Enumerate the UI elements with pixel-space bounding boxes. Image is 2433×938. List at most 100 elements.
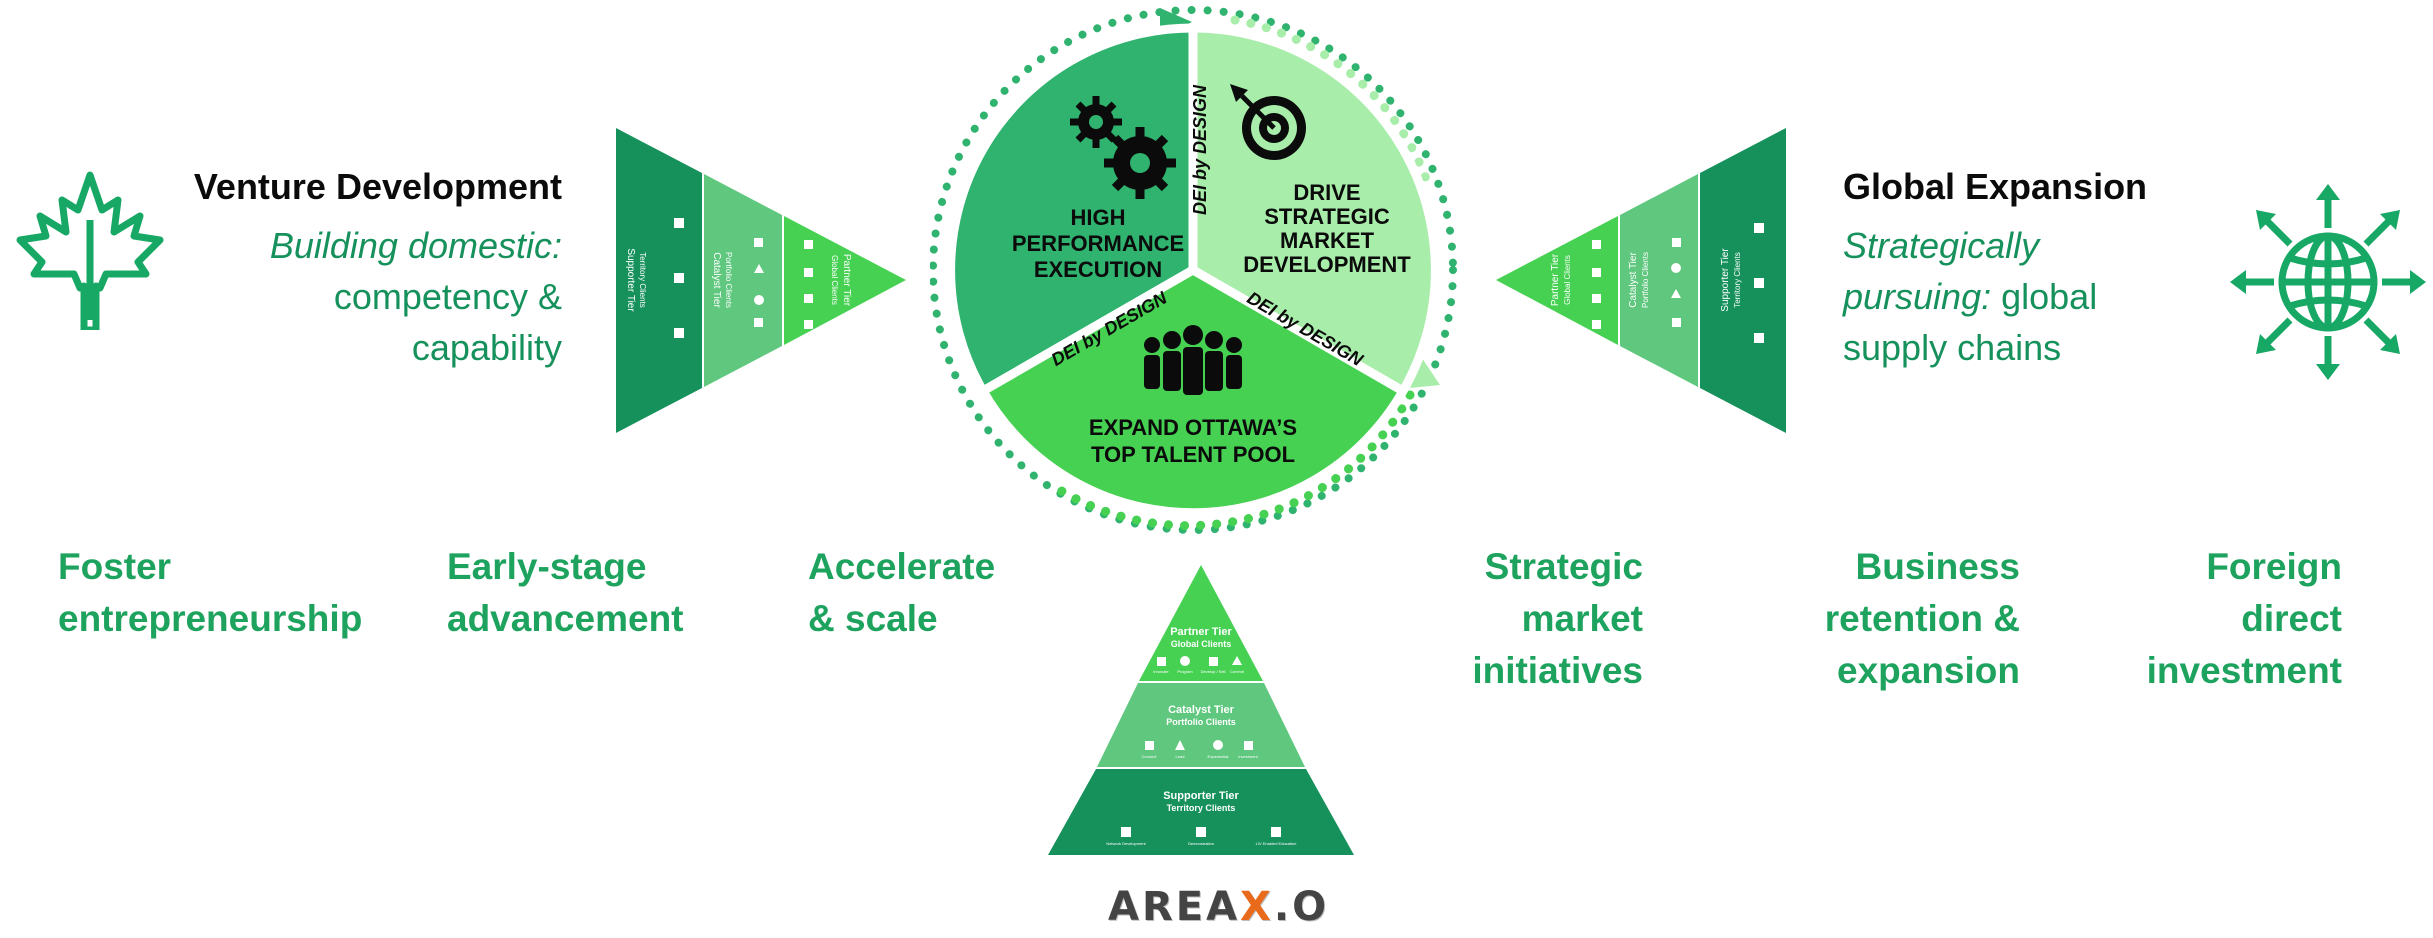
early-line2: advancement (447, 598, 684, 639)
left-partner-sub-label: Global Clients (830, 255, 839, 305)
left-tier-item-icon (754, 318, 763, 327)
partner-tier-label: Partner Tier (1170, 626, 1232, 638)
globe-arrows-icon (2230, 184, 2426, 380)
foster-line2: entrepreneurship (58, 598, 363, 639)
catalyst-item-icon (1175, 740, 1185, 750)
foreign-line3: investment (2146, 650, 2342, 691)
tier-pyramid: Partner Tier Global Clients Catalyst Tie… (1048, 565, 1354, 855)
right-tier-item-icon (1592, 294, 1601, 303)
catalyst-tier-label: Catalyst Tier (1168, 704, 1235, 716)
gears-icon (1070, 96, 1176, 199)
right-tier-item-icon (1754, 333, 1764, 343)
catalyst-item-icon (1244, 741, 1253, 750)
right-catalyst-tier-band (1620, 174, 1698, 387)
high-performance-line2: PERFORMANCE (1012, 231, 1184, 256)
left-catalyst-sub-label: Portfolio Clients (724, 252, 733, 308)
logo-x: X (1240, 884, 1274, 930)
right-tier-item-icon (1754, 223, 1764, 233)
catalyst-item-icon (1213, 740, 1223, 750)
right-catalyst-sub-label: Portfolio Clients (1641, 252, 1650, 308)
strategic-line1: Strategic (1484, 546, 1643, 587)
catalyst-item-label: Investment (1238, 754, 1258, 759)
foreign-line1: Foreign (2206, 546, 2342, 587)
left-tier-item-icon (754, 264, 764, 273)
business-line1: Business (1855, 546, 2020, 587)
global-sub-line2-italic: pursuing: (1843, 276, 1992, 317)
catalyst-item-label: Connect (1142, 754, 1158, 759)
label-business-retention: Business retention & expansion (1780, 541, 2020, 697)
left-tier-item-icon (674, 328, 684, 338)
people-icon (1144, 325, 1242, 395)
high-performance-line3: EXECUTION (1034, 257, 1162, 282)
drive-strategic-line3: MARKET (1280, 228, 1375, 253)
left-tier-item-icon (674, 273, 684, 283)
high-performance-line1: HIGH (1071, 205, 1126, 230)
global-sub-line1: Strategically (1843, 225, 2040, 266)
foster-line1: Foster (58, 546, 172, 587)
supporter-item-label: LIV Enabled Education (1256, 841, 1297, 846)
global-sub-line3: supply chains (1843, 327, 2062, 368)
supporter-item-icon (1271, 827, 1281, 837)
left-tier-item-icon (754, 295, 764, 305)
venture-subtitle: Building domestic: competency & capabili… (170, 220, 562, 373)
left-tier-item-icon (804, 240, 813, 249)
left-partner-tier-label: Partner Tier (841, 254, 852, 307)
right-tier-item-icon (1672, 238, 1681, 247)
left-tier-item-icon (674, 218, 684, 228)
wheel-dotted-ring (930, 6, 1457, 534)
expand-talent-line2: TOP TALENT POOL (1091, 442, 1295, 467)
right-tier-item-icon (1671, 263, 1681, 273)
strategy-wheel: HIGH PERFORMANCE EXECUTION DRIVE STRATEG… (930, 6, 1457, 534)
right-tier-item-icon (1671, 289, 1681, 298)
target-icon (1230, 84, 1306, 160)
left-tier-item-icon (804, 320, 813, 329)
left-supporter-tier-band (616, 128, 702, 433)
partner-item-label: Commit (1230, 669, 1245, 674)
right-tier-item-icon (1672, 318, 1681, 327)
early-line1: Early-stage (447, 546, 647, 587)
supporter-tier-sub: Territory Clients (1167, 803, 1236, 813)
logo-part1: AREA (1108, 884, 1241, 930)
left-partner-tier-band (784, 216, 906, 345)
accel-line1: Accelerate (808, 546, 996, 587)
partner-item-label: Innovate (1153, 669, 1169, 674)
foreign-line2: direct (2241, 598, 2342, 639)
venture-sub-line2: competency & (333, 276, 562, 317)
global-sub-line2-rest: global (1991, 276, 2098, 317)
supporter-item-icon (1121, 827, 1131, 837)
catalyst-item-icon (1145, 741, 1154, 750)
right-supporter-tier-label: Supporter Tier (1720, 248, 1731, 312)
supporter-tier-label: Supporter Tier (1163, 790, 1239, 802)
maple-leaf-icon (16, 171, 164, 330)
left-catalyst-tier-band (704, 174, 782, 387)
right-supporter-tier-band (1700, 128, 1786, 433)
drive-strategic-line1: DRIVE (1293, 180, 1360, 205)
partner-item-label: Program (1177, 669, 1193, 674)
drive-strategic-line2: STRATEGIC (1264, 204, 1390, 229)
left-tier-triangle: Supporter Tier Territory Clients Catalys… (616, 128, 906, 433)
partner-item-icon (1157, 657, 1166, 666)
left-tier-item-icon (804, 268, 813, 277)
partner-tier-sub: Global Clients (1171, 639, 1232, 649)
global-subtitle: Strategically pursuing: global supply ch… (1843, 220, 2203, 373)
label-early-stage: Early-stage advancement (447, 541, 684, 645)
left-catalyst-tier-label: Catalyst Tier (711, 252, 722, 308)
catalyst-tier-sub: Portfolio Clients (1166, 717, 1236, 727)
supporter-item-label: Network Development (1106, 841, 1146, 846)
strategic-line3: initiatives (1472, 650, 1643, 691)
label-foster-entrepreneurship: Foster entrepreneurship (58, 541, 362, 645)
partner-item-label: Develop / Sell (1201, 669, 1226, 674)
global-sub-line2: pursuing: global (1843, 271, 2203, 322)
right-tier-item-icon (1592, 320, 1601, 329)
right-partner-sub-label: Global Clients (1563, 255, 1572, 305)
partner-item-icon (1180, 656, 1190, 666)
business-line2: retention & (1824, 598, 2020, 639)
accel-line2: & scale (808, 598, 938, 639)
dei-label-vertical: DEI by DESIGN (1190, 84, 1210, 215)
left-tier-item-icon (804, 294, 813, 303)
strategic-line2: market (1521, 598, 1643, 639)
catalyst-item-label: Experiential (1208, 754, 1229, 759)
right-tier-item-icon (1754, 278, 1764, 288)
right-partner-tier-band (1496, 216, 1618, 345)
supporter-item-icon (1196, 827, 1206, 837)
